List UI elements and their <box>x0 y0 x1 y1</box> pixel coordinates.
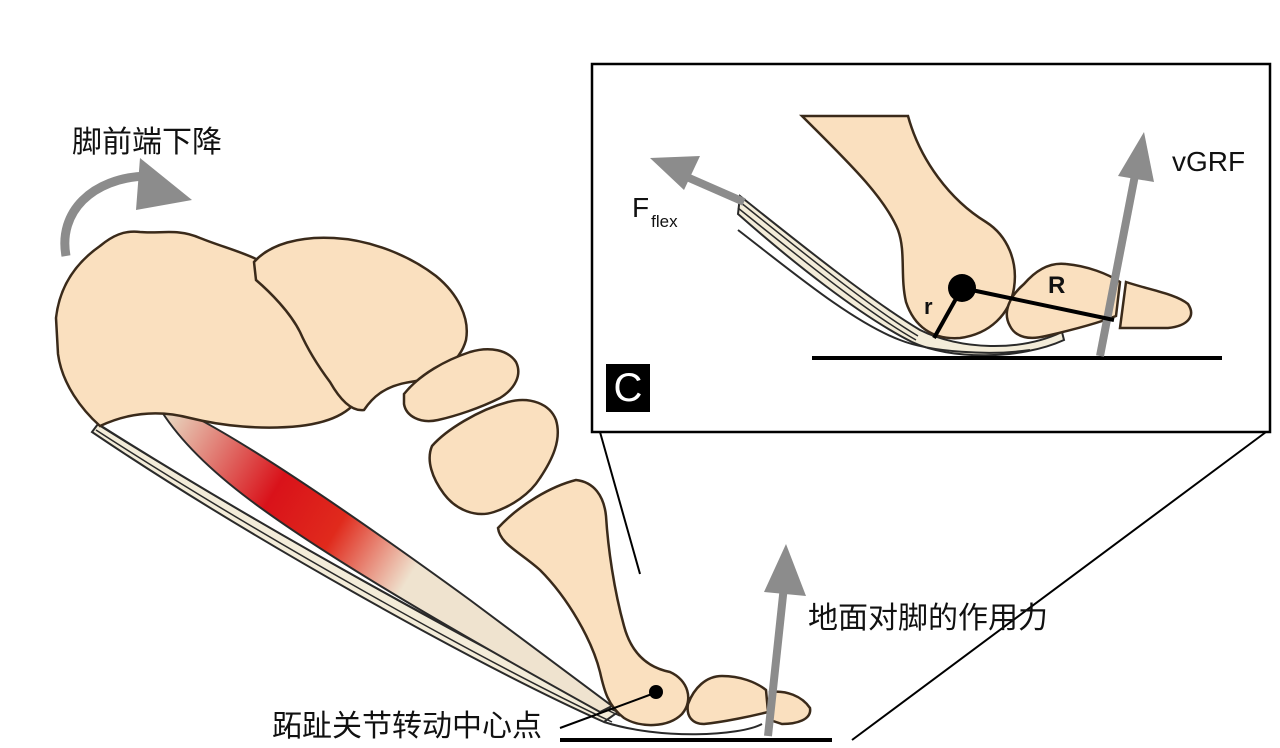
moment-arm-r-label: r <box>924 294 933 319</box>
grf-arrow-main <box>764 544 806 737</box>
navicular-bone <box>402 348 520 423</box>
inset-tendon <box>736 194 1066 357</box>
mtp-rotation-center-dot <box>649 685 663 699</box>
proximal-phalanx-bone <box>686 674 770 726</box>
fflex-subscript-text: flex <box>651 212 678 231</box>
cuneiform-bone <box>428 398 560 516</box>
mtp-rotation-center-label: 跖趾关节转动中心点 <box>272 709 542 744</box>
metatarsal-bone <box>496 478 690 727</box>
distal-phalanx-bone <box>768 690 812 726</box>
vgrf-label: vGRF <box>1172 146 1246 177</box>
zoom-line-right <box>851 431 1267 741</box>
ground-reaction-force-label: 地面对脚的作用力 <box>808 601 1048 636</box>
flexor-muscle <box>160 402 614 714</box>
vgrf-arrow <box>1096 132 1154 357</box>
inset-proximal-phalanx-bone <box>1005 262 1122 340</box>
zoom-line-left <box>599 431 641 575</box>
moment-arm-R <box>961 286 1115 322</box>
moment-arm-R-label: R <box>1048 272 1066 299</box>
mtp-leader-line <box>559 693 653 729</box>
fflex-main-text: F <box>632 192 650 223</box>
panel-letter-badge: C <box>606 364 650 412</box>
inset-rotation-center-dot <box>948 274 976 302</box>
inset-distal-phalanx-bone <box>1118 280 1193 330</box>
fflex-arrow <box>650 156 746 206</box>
forefoot-lowering-arrow <box>60 158 192 257</box>
forefoot-lowering-label: 脚前端下降 <box>72 125 222 160</box>
